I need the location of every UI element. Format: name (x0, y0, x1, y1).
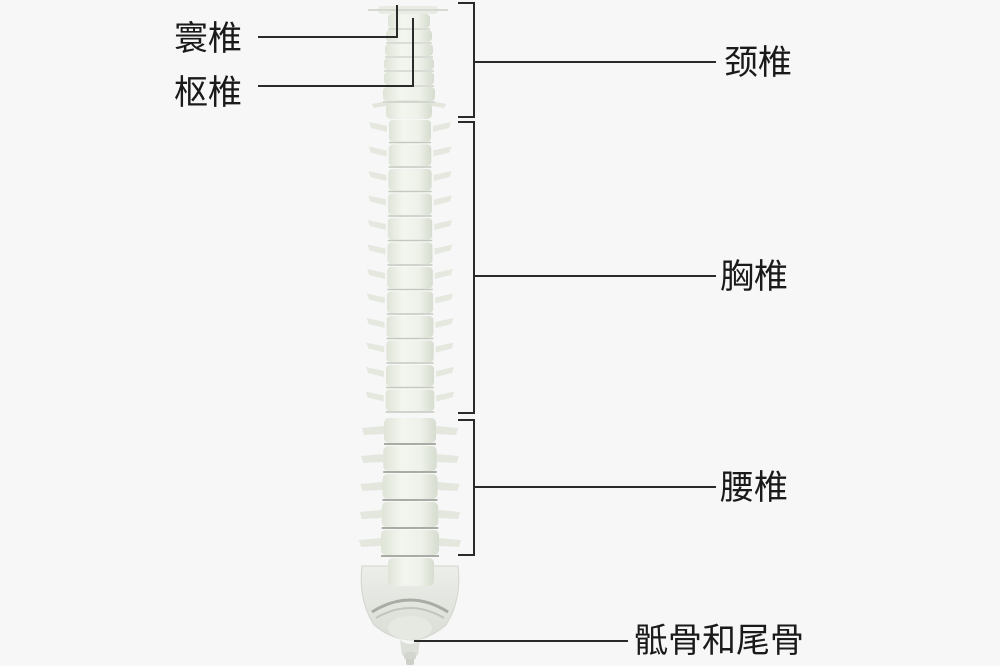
label-sacrum-coccyx: 骶骨和尾骨 (634, 621, 804, 661)
thoracic-bracket (458, 121, 475, 414)
label-lumbar: 腰椎 (720, 468, 788, 508)
label-atlas: 寰椎 (174, 19, 242, 59)
axis-leader-line (258, 18, 414, 87)
lumbar-vertebrae (359, 418, 461, 557)
sacrum-and-coccyx (360, 558, 460, 665)
cervical-vertebrae (368, 6, 448, 119)
thoracic-vertebrae (365, 120, 455, 413)
lumbar-bracket (458, 419, 475, 556)
label-axis: 枢椎 (174, 73, 242, 113)
label-cervical: 颈椎 (724, 43, 792, 83)
cervical-bracket (458, 2, 475, 118)
label-thoracic: 胸椎 (720, 257, 788, 297)
atlas-leader-line (258, 5, 398, 38)
